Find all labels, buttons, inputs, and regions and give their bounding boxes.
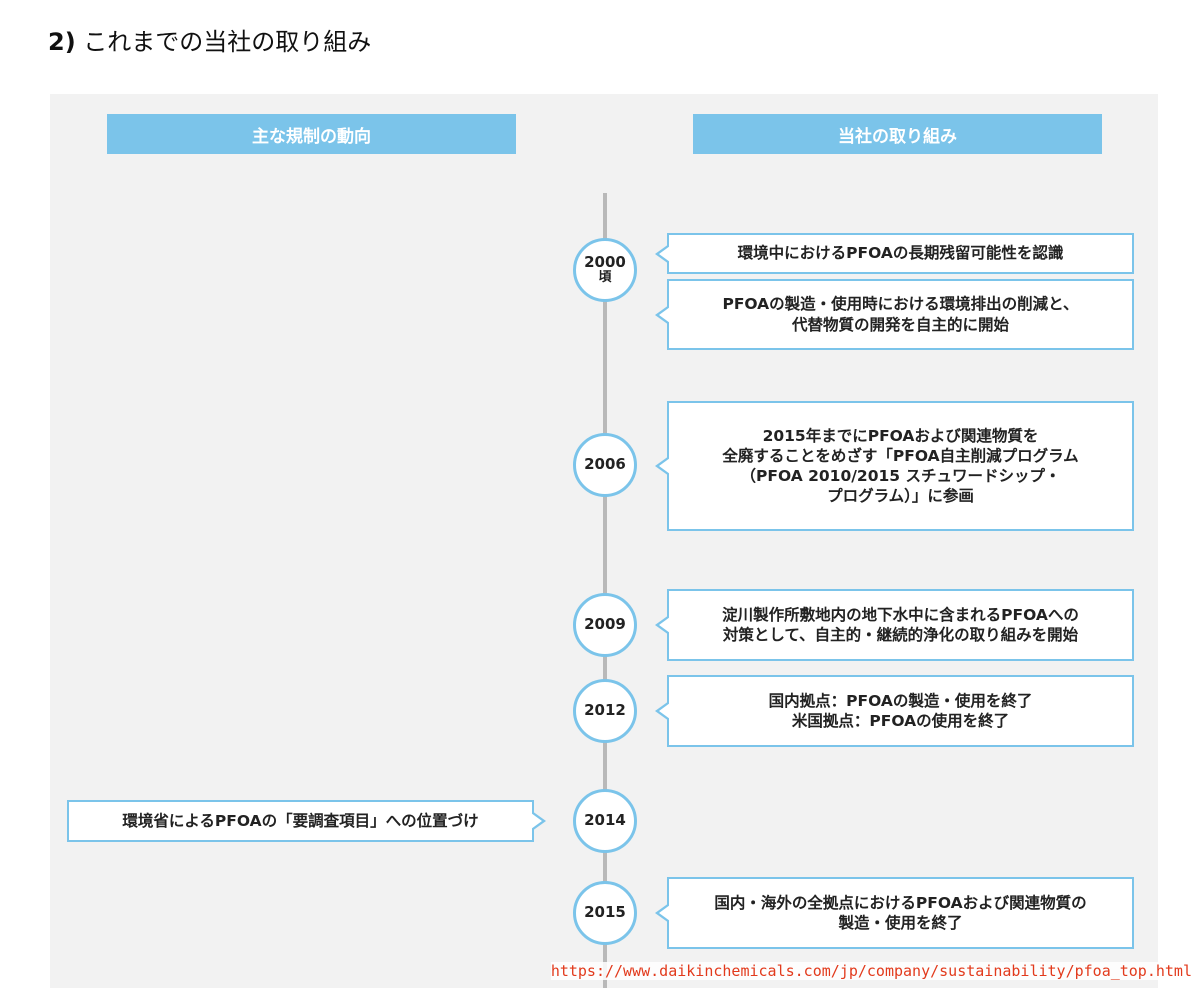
company-column-header: 当社の取り組み [693,114,1102,154]
year-marker-2015: 2015 [573,881,637,945]
event-text: 環境省によるPFOAの「要調査項目」への位置づけ [122,811,479,830]
year-marker-2012: 2012 [573,679,637,743]
year-marker-2014: 2014 [573,789,637,853]
event-text: 環境中におけるPFOAの長期残留可能性を認識 [737,244,1064,263]
year-marker-2009: 2009 [573,593,637,657]
year-marker-2006: 2006 [573,433,637,497]
company-event-box: 淀川製作所敷地内の地下水中に含まれるPFOAへの 対策として、自主的・継続的浄化… [655,589,1134,661]
company-event-box: PFOAの製造・使用時における環境排出の削減と、 代替物質の開発を自主的に開始 [655,279,1134,350]
year-label: 2015 [584,903,626,922]
year-label: 2014 [584,811,626,830]
event-text: PFOAの製造・使用時における環境排出の削減と、 代替物質の開発を自主的に開始 [722,295,1079,334]
year-label: 2009 [584,615,626,634]
year-sublabel: 頃 [598,270,612,286]
section-number: 2) [48,28,76,56]
event-text: 淀川製作所敷地内の地下水中に含まれるPFOAへの 対策として、自主的・継続的浄化… [722,605,1079,644]
regulation-column-header: 主な規制の動向 [107,114,516,154]
company-event-box: 国内拠点：PFOAの製造・使用を終了 米国拠点：PFOAの使用を終了 [655,675,1134,747]
year-marker-2000: 2000 頃 [573,238,637,302]
company-event-box: 2015年までにPFOAおよび関連物質を 全廃することをめざす「PFOA自主削減… [655,401,1134,531]
source-url: https://www.daikinchemicals.com/jp/compa… [550,962,1192,980]
regulation-event-box: 環境省によるPFOAの「要調査項目」への位置づけ [67,800,546,842]
company-event-box: 環境中におけるPFOAの長期残留可能性を認識 [655,233,1134,274]
year-label: 2012 [584,701,626,720]
page-title: 2) これまでの当社の取り組み [48,22,371,57]
event-text: 国内拠点：PFOAの製造・使用を終了 米国拠点：PFOAの使用を終了 [768,691,1033,730]
section-title: これまでの当社の取り組み [83,28,372,56]
year-label: 2006 [584,455,626,474]
event-text: 国内・海外の全拠点におけるPFOAおよび関連物質の 製造・使用を終了 [714,893,1087,932]
timeline-line [603,193,607,988]
event-text: 2015年までにPFOAおよび関連物質を 全廃することをめざす「PFOA自主削減… [722,426,1079,506]
company-event-box: 国内・海外の全拠点におけるPFOAおよび関連物質の 製造・使用を終了 [655,877,1134,949]
year-label: 2000 [584,252,626,271]
